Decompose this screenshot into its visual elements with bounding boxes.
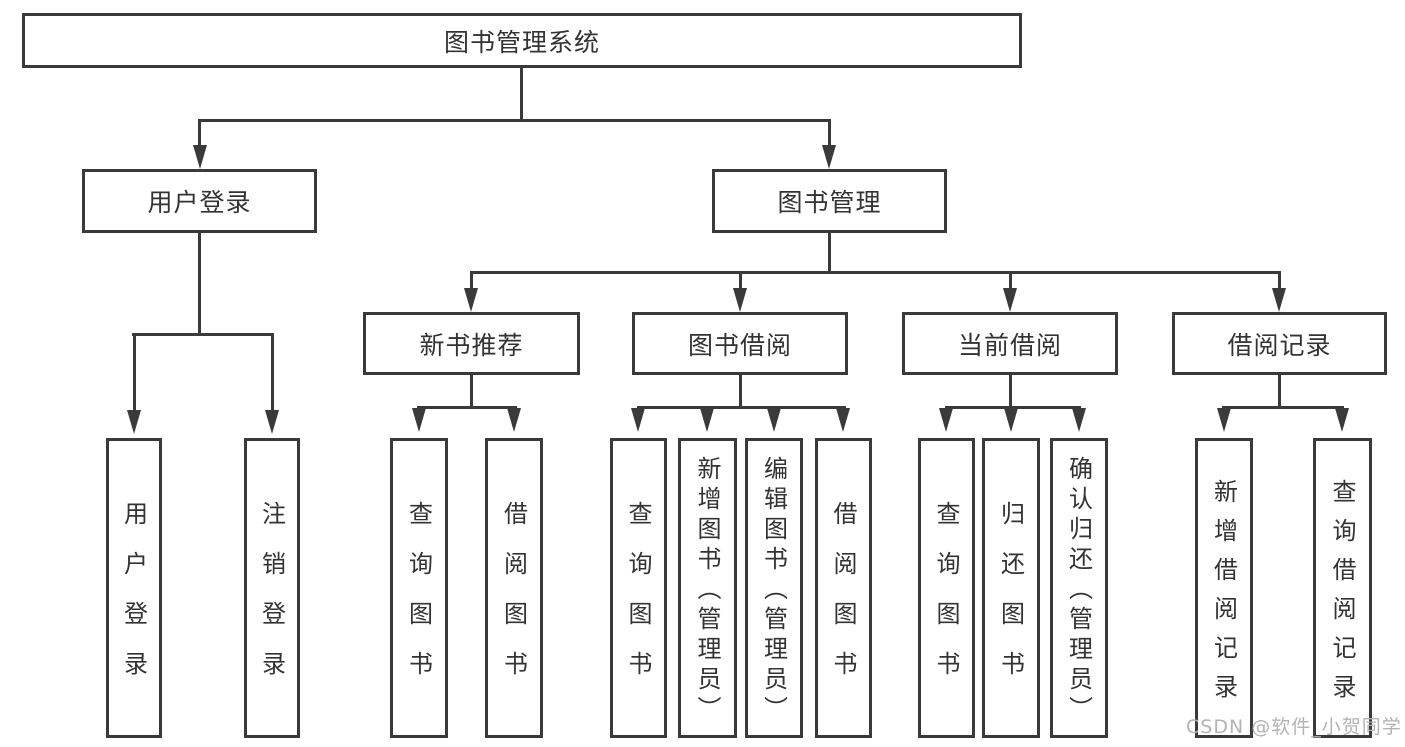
- connector-drop-new-books: [470, 271, 473, 290]
- leaf-add-books-admin: 新增图书（管理员）: [678, 438, 737, 738]
- node-user-login: 用户登录: [82, 169, 317, 233]
- node-label: 借阅记录: [1227, 330, 1332, 360]
- leaf-query-books-new: 查询图书: [390, 438, 448, 738]
- arrowhead-leaf-icon: [631, 408, 645, 432]
- leaf-label: 查询借阅记录: [1328, 479, 1356, 713]
- arrowhead-leaf-icon: [1335, 408, 1349, 432]
- node-label: 当前借阅: [957, 330, 1062, 360]
- connector-drop-book-management: [828, 119, 831, 148]
- node-label: 图书管理系统: [443, 27, 600, 57]
- node-current-borrow: 当前借阅: [902, 312, 1118, 375]
- connector-user-login-stem: [198, 233, 201, 336]
- leaf-return-books: 归还图书: [982, 438, 1040, 738]
- connector-borrow-records-rail: [1222, 406, 1344, 409]
- leaf-label: 查询图书: [932, 501, 960, 701]
- connector-current-borrow-stem: [1009, 374, 1012, 408]
- leaf-label: 用户登录: [119, 501, 148, 701]
- arrowhead-login-leaf-icon: [127, 410, 141, 434]
- leaf-label: 注销登录: [257, 501, 286, 701]
- connector-drop-logout-leaf: [271, 333, 274, 411]
- connector-book-management-stem: [828, 233, 831, 274]
- connector-book-borrow-rail: [637, 406, 846, 409]
- arrowhead-leaf-icon: [939, 408, 953, 432]
- arrowhead-leaf-icon: [507, 408, 521, 432]
- arrowhead-book-management-icon: [822, 145, 836, 169]
- leaf-add-borrow-record: 新增借阅记录: [1195, 438, 1253, 738]
- connector-drop-current-borrow: [1009, 271, 1012, 290]
- connector-drop-borrow-records: [1278, 271, 1281, 290]
- leaf-label: 编辑图书（管理员）: [759, 456, 788, 726]
- leaf-query-books-borrow: 查询图书: [610, 438, 667, 738]
- csdn-watermark: CSDN @软件_小贺同学: [1186, 716, 1402, 738]
- arrowhead-leaf-icon: [412, 408, 426, 432]
- arrowhead-borrow-records-icon: [1272, 288, 1286, 312]
- leaf-user-login: 用户登录: [106, 438, 162, 738]
- leaf-query-borrow-record: 查询借阅记录: [1313, 438, 1372, 738]
- connector-borrow-records-stem: [1278, 374, 1281, 408]
- leaf-label: 归还图书: [996, 501, 1025, 701]
- leaf-label: 新增借阅记录: [1209, 479, 1238, 713]
- node-library-management-system: 图书管理系统: [22, 13, 1022, 68]
- leaf-query-books-current: 查询图书: [918, 438, 975, 738]
- node-book-borrow: 图书借阅: [632, 312, 848, 375]
- leaf-label: 确认归还（管理员）: [1064, 456, 1093, 726]
- arrowhead-new-books-icon: [464, 288, 478, 312]
- arrowhead-user-login-icon: [193, 145, 207, 169]
- leaf-label: 借阅图书: [829, 501, 857, 701]
- connector-new-books-stem: [470, 374, 473, 408]
- node-label: 图书管理: [777, 188, 882, 217]
- arrowhead-leaf-icon: [700, 408, 714, 432]
- connector-drop-login-leaf: [133, 333, 136, 411]
- connector-drop-book-borrow: [739, 271, 742, 290]
- connector-current-borrow-rail: [945, 406, 1081, 409]
- arrowhead-book-borrow-icon: [733, 288, 747, 312]
- connector-drop-user-login: [198, 119, 201, 148]
- arrowhead-leaf-icon: [1217, 408, 1231, 432]
- connector-user-login-rail: [132, 333, 274, 336]
- leaf-borrow-books-new: 借阅图书: [485, 438, 543, 738]
- leaf-logout: 注销登录: [244, 438, 300, 738]
- arrowhead-leaf-icon: [767, 408, 781, 432]
- connector-level2-rail: [198, 119, 831, 122]
- node-borrow-records: 借阅记录: [1172, 312, 1387, 375]
- leaf-label: 查询图书: [624, 501, 652, 701]
- node-new-books: 新书推荐: [363, 312, 580, 375]
- leaf-confirm-return-admin: 确认归还（管理员）: [1050, 438, 1108, 738]
- leaf-label: 新增图书（管理员）: [693, 456, 721, 726]
- arrowhead-current-borrow-icon: [1003, 288, 1017, 312]
- connector-level3-rail: [470, 271, 1281, 274]
- arrowhead-leaf-icon: [1072, 408, 1086, 432]
- node-label: 图书借阅: [687, 330, 792, 360]
- connector-book-borrow-stem: [739, 374, 742, 408]
- arrowhead-leaf-icon: [1004, 408, 1018, 432]
- arrowhead-leaf-icon: [836, 408, 850, 432]
- connector-root-stem: [520, 68, 523, 121]
- leaf-label: 查询图书: [404, 501, 433, 701]
- leaf-edit-books-admin: 编辑图书（管理员）: [745, 438, 803, 738]
- connector-new-books-rail: [417, 406, 517, 409]
- node-label: 用户登录: [147, 188, 252, 217]
- leaf-borrow-books: 借阅图书: [815, 438, 872, 738]
- leaf-label: 借阅图书: [499, 501, 528, 701]
- node-label: 新书推荐: [419, 330, 524, 360]
- node-book-management: 图书管理: [712, 169, 947, 233]
- arrowhead-logout-leaf-icon: [265, 410, 279, 434]
